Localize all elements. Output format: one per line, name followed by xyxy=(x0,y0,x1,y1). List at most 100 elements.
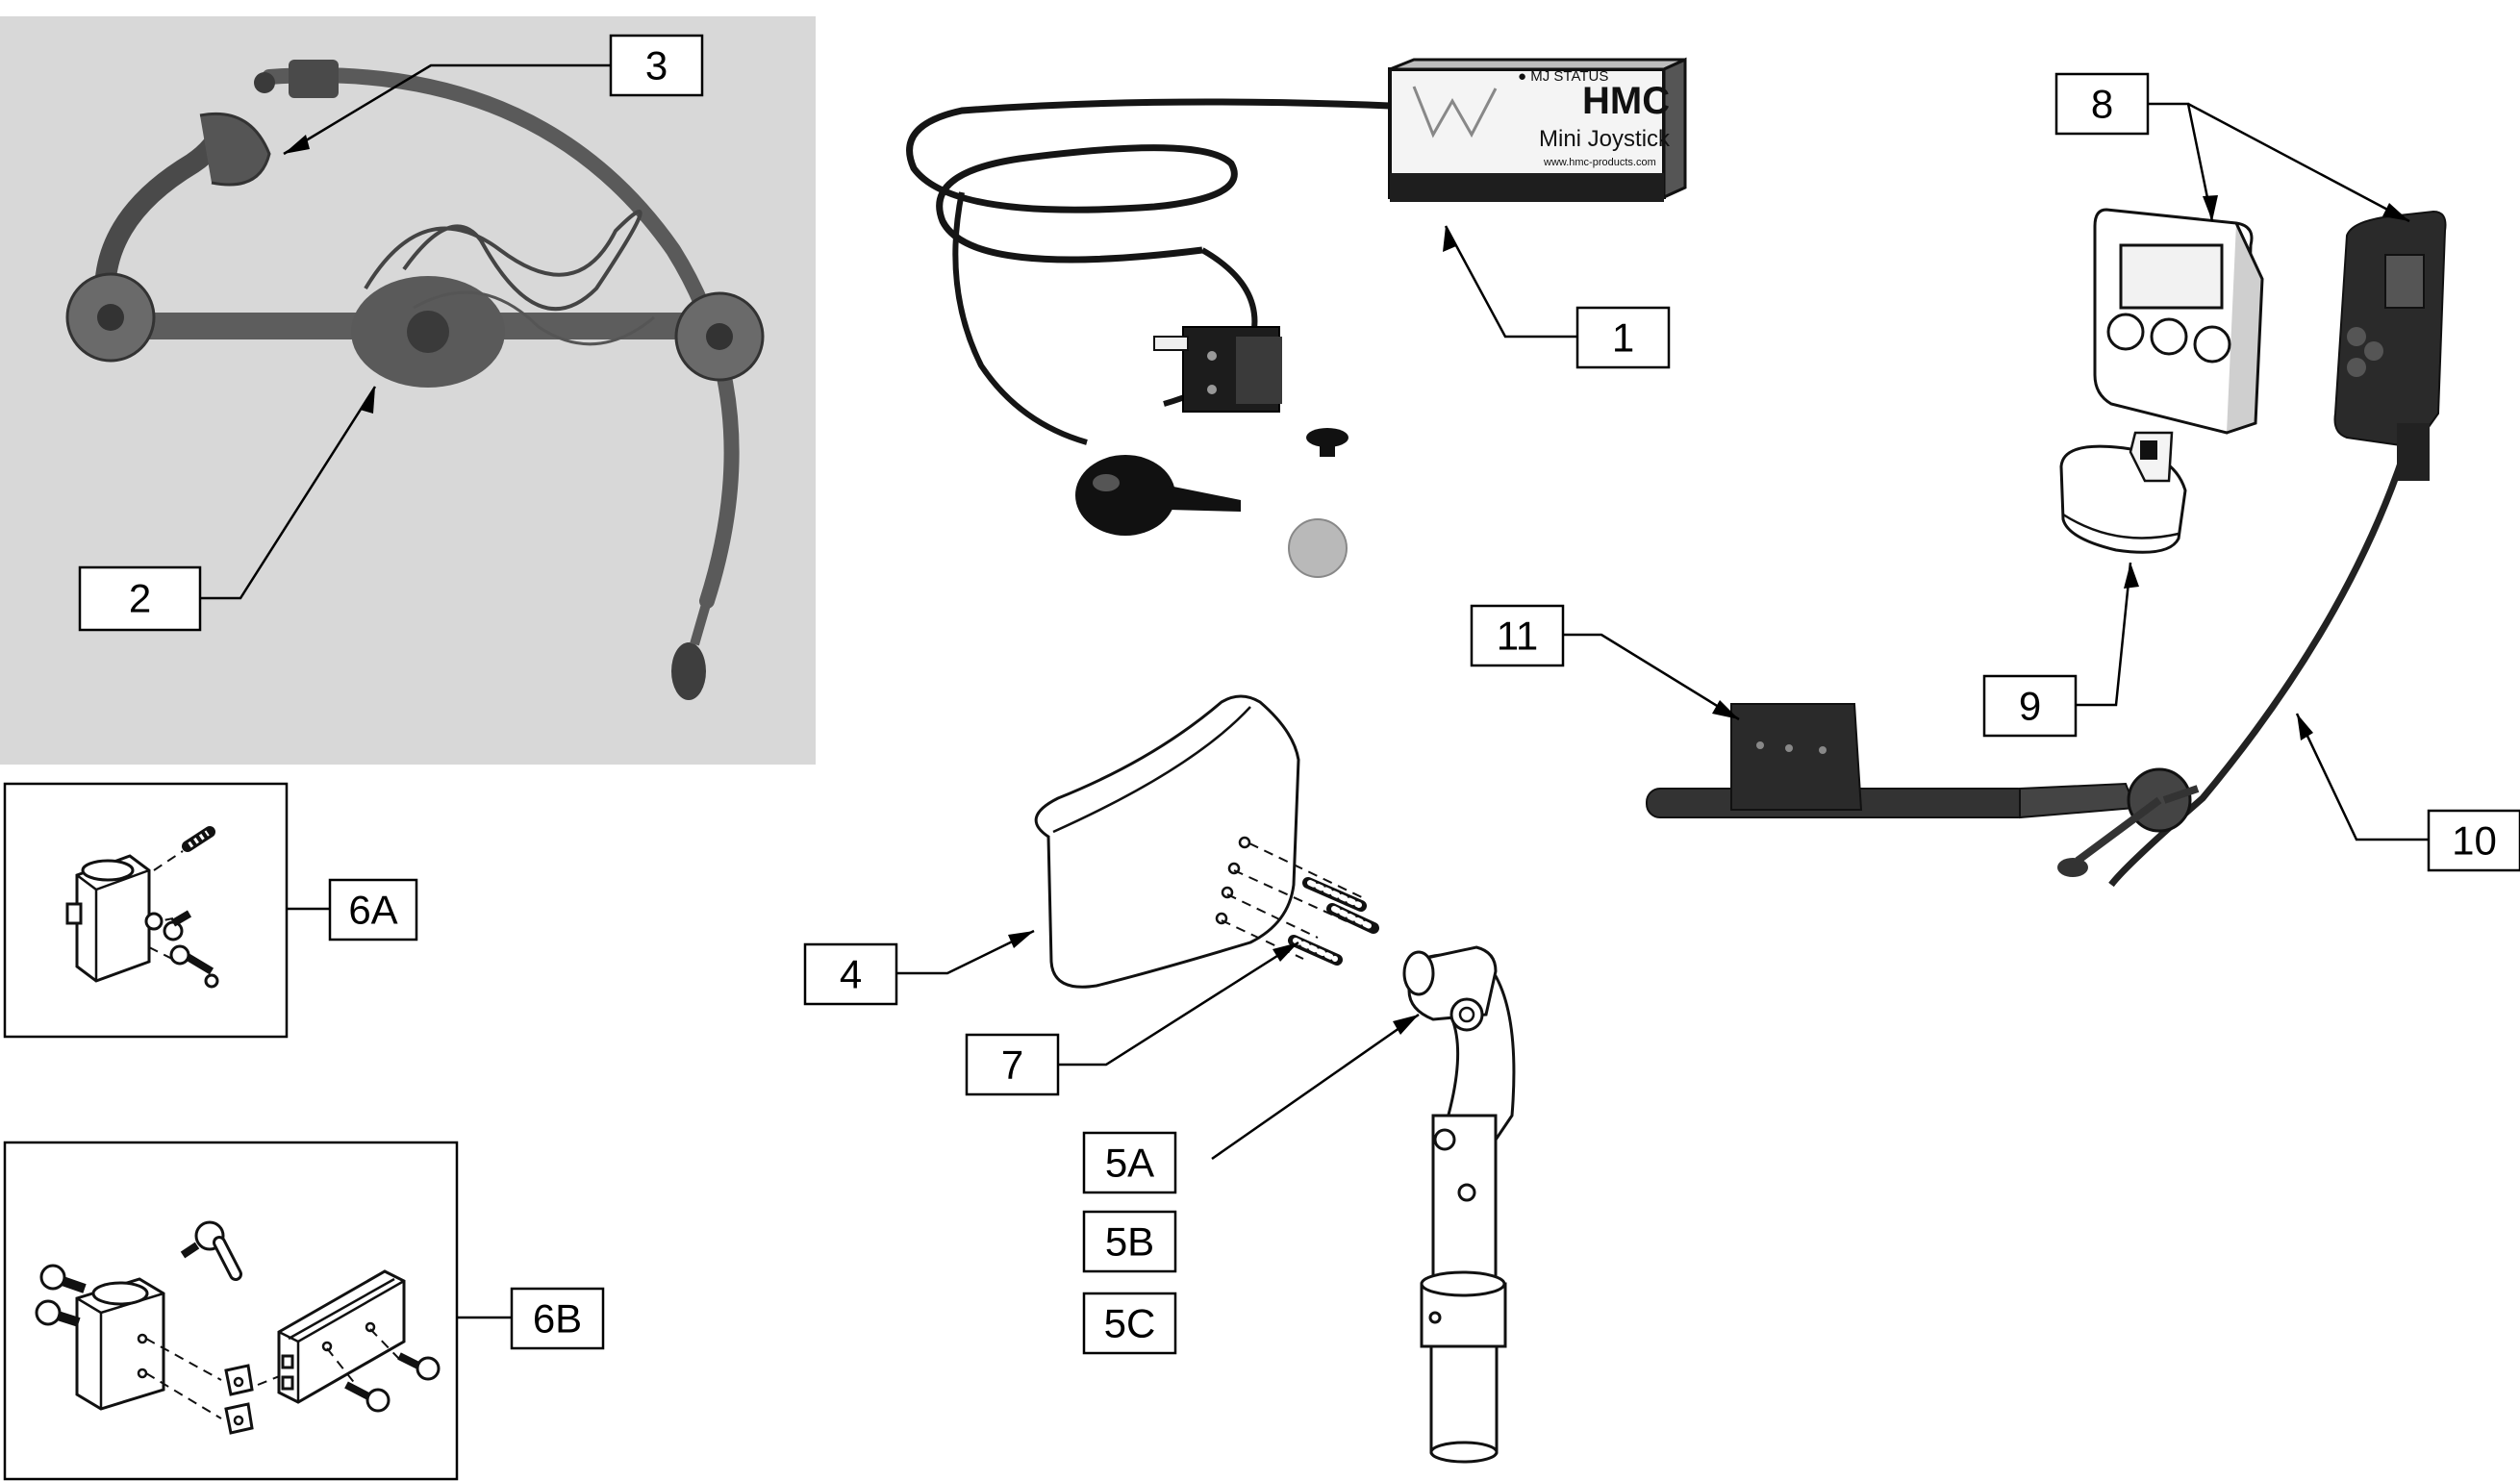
website-label: www.hmc-products.com xyxy=(1543,157,1656,168)
joystick-cable-drop xyxy=(952,191,1088,445)
leader-9 xyxy=(2058,562,2132,707)
joystick-cable xyxy=(906,98,1391,264)
leader-8b xyxy=(2187,102,2410,223)
mini-joystick-assembly: ● MJ STATUS HMC Mini Joystick www.hmc-pr… xyxy=(906,57,1687,578)
screw-icon xyxy=(1326,903,1379,934)
callout-10-text: 10 xyxy=(2452,818,2497,864)
screw-icon xyxy=(204,973,219,989)
callout-7-text: 7 xyxy=(1001,1042,1023,1088)
display-on-arm-10 xyxy=(2108,210,2447,888)
screw-icon xyxy=(169,944,214,975)
washer-icon xyxy=(224,1402,254,1435)
arm-stub xyxy=(2075,796,2162,865)
brand-label: HMC xyxy=(1582,80,1670,122)
db9-connector-icon xyxy=(1153,326,1282,413)
screw-icon xyxy=(163,910,192,941)
callout-8-text: 8 xyxy=(2091,82,2113,127)
display-unit xyxy=(2093,208,2264,435)
center-hub-bolt xyxy=(407,311,449,353)
display-button-left xyxy=(2106,313,2145,351)
callout-10: 10 xyxy=(2427,809,2520,872)
callout-5c-text: 5C xyxy=(1104,1301,1156,1346)
clamp-block-6b xyxy=(75,1277,165,1411)
cup-pad-3 xyxy=(199,112,271,187)
screws-7 xyxy=(1221,842,1379,966)
panel-6b xyxy=(3,1141,459,1481)
ball-stud-icon xyxy=(180,1220,242,1281)
headrest-post-5 xyxy=(1402,945,1516,1464)
clamp-block-6a xyxy=(65,854,151,983)
leader-2 xyxy=(200,386,377,600)
display-button-center xyxy=(2150,317,2188,356)
display-mount-9 xyxy=(2059,431,2187,554)
washer-icon xyxy=(224,1364,254,1396)
display-screen xyxy=(2119,243,2224,310)
callout-6a-text: 6A xyxy=(348,888,397,933)
wire-bundle-2 xyxy=(413,290,655,346)
joystick-cap-icon xyxy=(1306,428,1348,457)
callout-1-text: 1 xyxy=(1612,315,1634,361)
foam-ball-icon xyxy=(1288,518,1348,578)
callout-5b-text: 5B xyxy=(1105,1219,1154,1265)
boom-neck xyxy=(690,599,712,646)
leader-7 xyxy=(1053,941,1299,1067)
callout-7: 7 xyxy=(965,1033,1060,1096)
screw-icon xyxy=(397,1352,441,1381)
leader-4 xyxy=(893,929,1035,975)
wire-bundle xyxy=(364,210,643,312)
head-array-photo xyxy=(0,16,816,765)
callout-5a-text: 5A xyxy=(1105,1141,1154,1186)
leader-1 xyxy=(1444,225,1577,339)
mounting-arm-11 xyxy=(1646,703,2200,877)
product-label: Mini Joystick xyxy=(1539,126,1671,152)
boom-arm xyxy=(262,67,740,609)
screw-icon xyxy=(1302,877,1367,912)
left-pod-center xyxy=(97,304,124,331)
callout-6b: 6B xyxy=(510,1287,605,1350)
callout-2-text: 2 xyxy=(129,576,151,621)
callout-2: 2 xyxy=(78,565,202,632)
display-assembly xyxy=(2059,208,2447,888)
callout-9-text: 9 xyxy=(2019,684,2041,729)
callout-5a: 5A xyxy=(1082,1131,1177,1194)
right-pod-center xyxy=(706,323,733,350)
boom-tip-sensor xyxy=(671,642,706,700)
leader-11 xyxy=(1547,633,1740,721)
photo-background xyxy=(0,16,816,765)
screw-icon xyxy=(1288,935,1343,966)
callout-5b: 5B xyxy=(1082,1210,1177,1273)
leader-3 xyxy=(283,63,611,156)
display-button-right xyxy=(2193,325,2231,364)
tube-clamp xyxy=(1730,703,1863,811)
callout-1: 1 xyxy=(1575,306,1671,369)
callout-6b-text: 6B xyxy=(533,1296,582,1342)
screw-icon xyxy=(344,1381,391,1413)
callout-6a: 6A xyxy=(328,878,418,941)
callout-4-text: 4 xyxy=(840,952,862,997)
callout-11: 11 xyxy=(1470,604,1565,667)
screw-icon xyxy=(39,1264,87,1293)
callout-9: 9 xyxy=(1982,674,2078,738)
top-sensor xyxy=(289,60,339,98)
status-led-label: ● MJ STATUS xyxy=(1518,68,1608,85)
display-cable xyxy=(2108,450,2408,888)
hmc-logo-icon xyxy=(1412,86,1498,138)
screw-icon xyxy=(35,1299,81,1327)
callout-11-text: 11 xyxy=(1497,614,1539,659)
callout-3: 3 xyxy=(609,34,704,97)
callout-5c: 5C xyxy=(1082,1292,1177,1355)
hmc-module-side xyxy=(1662,57,1687,200)
hmc-module-base xyxy=(1390,173,1664,202)
callout-3-text: 3 xyxy=(645,43,668,88)
mounting-plate-icon xyxy=(277,1269,406,1404)
leader-5a xyxy=(1211,1013,1420,1161)
screw-icon xyxy=(182,826,215,852)
callout-8: 8 xyxy=(2054,72,2150,136)
screw-icon xyxy=(144,912,164,931)
post-lower-tube xyxy=(1429,1344,1499,1454)
joystick-knob-icon xyxy=(1075,455,1241,536)
arrowheads xyxy=(284,135,2409,1035)
top-sensor-knob xyxy=(254,72,275,93)
panel-6a xyxy=(3,782,289,1039)
